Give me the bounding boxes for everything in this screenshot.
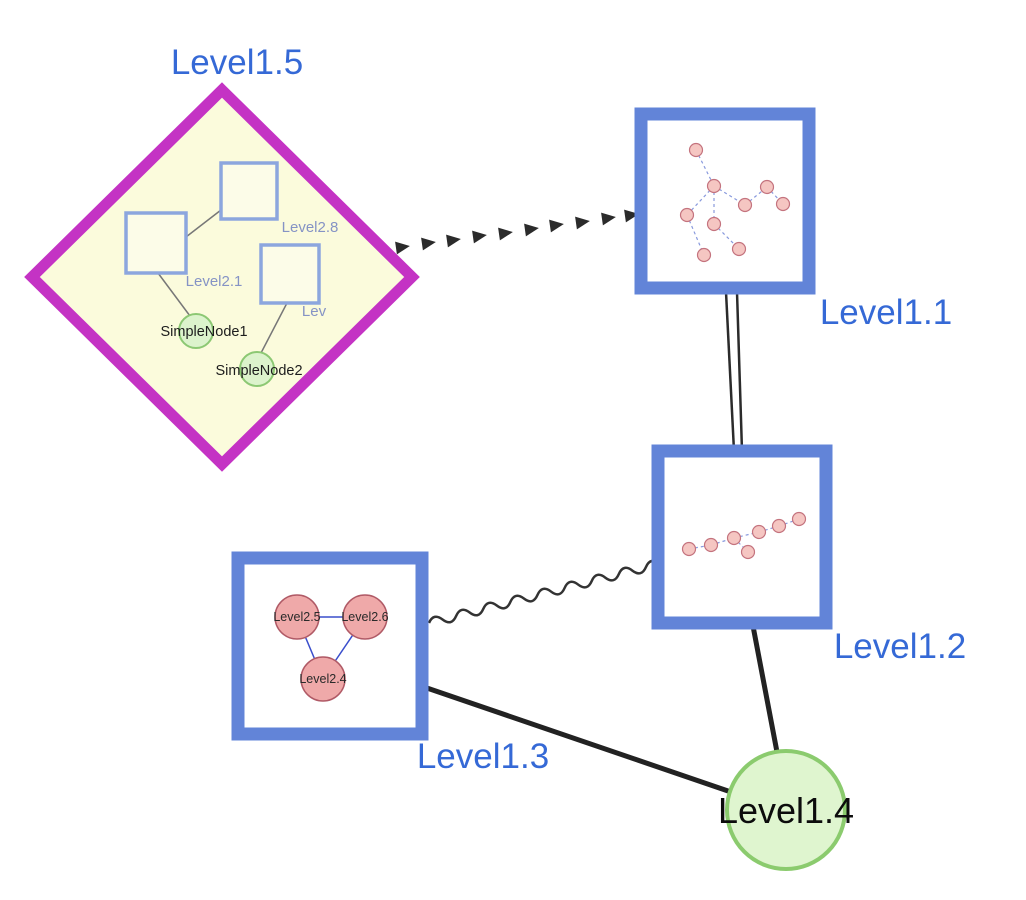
node-level1-1[interactable] [634,107,816,295]
edge-level1-1-to-level1-2[interactable] [724,291,744,452]
node-level1-2-label: Level1.2 [834,627,966,666]
node-level2-6-label: Level2.6 [341,610,388,624]
subgraph-node[interactable] [703,537,719,553]
arrow-dash [472,230,487,244]
subgraph-node[interactable] [740,544,756,560]
arrow-dash [549,219,564,233]
subgraph-node[interactable] [726,530,742,546]
node-level2-5[interactable] [274,594,320,640]
edge-level1-5-to-level1-1[interactable] [395,208,640,255]
double-line-left [724,291,736,452]
edge-level1-3-to-level1-2[interactable] [427,559,661,627]
subgraph-node[interactable] [771,518,787,534]
node-level2-1[interactable] [124,211,188,275]
wavy-line [427,559,661,624]
node-level1-4[interactable]: Level1.4 [718,749,854,871]
node-level1-5[interactable]: Level2.8 Level2.1 Lev SimpleNode1 Simple… [24,82,420,472]
subgraph-node[interactable] [731,241,747,257]
subgraph-node[interactable] [775,196,791,212]
arrow-dash [446,234,461,248]
node-level1-1-label: Level1.1 [820,293,952,332]
subgraph-node[interactable] [688,142,704,158]
subgraph-edge [744,186,768,206]
diamond-shape[interactable] [24,82,420,472]
arrow-dash [498,227,513,241]
node-level2-1-label: Level2.1 [186,273,243,290]
arrow-dash [601,212,616,226]
arrow-dash [421,237,436,251]
node-simplenode2-label: SimpleNode2 [215,363,302,379]
subgraph-edge [733,531,760,539]
node-level1-3-frame[interactable] [231,551,429,741]
subgraph-node[interactable] [696,247,712,263]
node-level2-6[interactable] [342,594,388,640]
node-level2-8[interactable] [219,161,279,221]
arrow-dash [575,216,590,230]
edge-level1-3-to-level1-4[interactable] [421,684,734,795]
node-level1-5-label: Level1.5 [171,43,303,82]
node-level1-4-shape[interactable] [725,749,847,871]
node-level1-2-frame[interactable] [651,444,833,630]
node-simplenode2[interactable] [239,351,275,387]
edge-level1-2-to-level1-4[interactable] [750,623,780,755]
edge-lev-to-simplenode2[interactable] [260,302,288,354]
node-level1-3[interactable]: Level2.5 Level2.6 Level2.4 [231,551,429,741]
arrow-dash [524,223,539,237]
subgraph-node[interactable] [791,511,807,527]
node-level2-4-label: Level2.4 [299,672,346,686]
subgraph-node[interactable] [751,524,767,540]
node-level2-4[interactable] [300,656,346,702]
double-line-right [735,291,744,452]
node-level2-clipped[interactable] [259,243,321,305]
node-simplenode1[interactable] [178,313,214,349]
arrow-dash [395,241,410,255]
subgraph-node[interactable] [679,207,695,223]
node-level1-4-label: Level1.4 [718,790,854,831]
node-level1-2[interactable] [651,444,833,630]
subgraph-node[interactable] [706,216,722,232]
node-level2-5-label: Level2.5 [273,610,320,624]
subgraph-edge [686,214,705,256]
edge-level2-1-to-simplenode1[interactable] [157,272,191,317]
node-simplenode1-label: SimpleNode1 [160,324,247,340]
arrow-dash [624,209,639,223]
edge-level2-1-to-level2-8[interactable] [185,209,222,238]
subgraph-node[interactable] [737,197,753,213]
node-level2-8-label: Level2.8 [282,219,339,236]
subgraph-node[interactable] [706,178,722,194]
node-level2-clipped-label: Lev [302,303,327,320]
subgraph-node[interactable] [759,179,775,195]
node-level1-3-label: Level1.3 [417,737,549,776]
subgraph-node[interactable] [681,541,697,557]
